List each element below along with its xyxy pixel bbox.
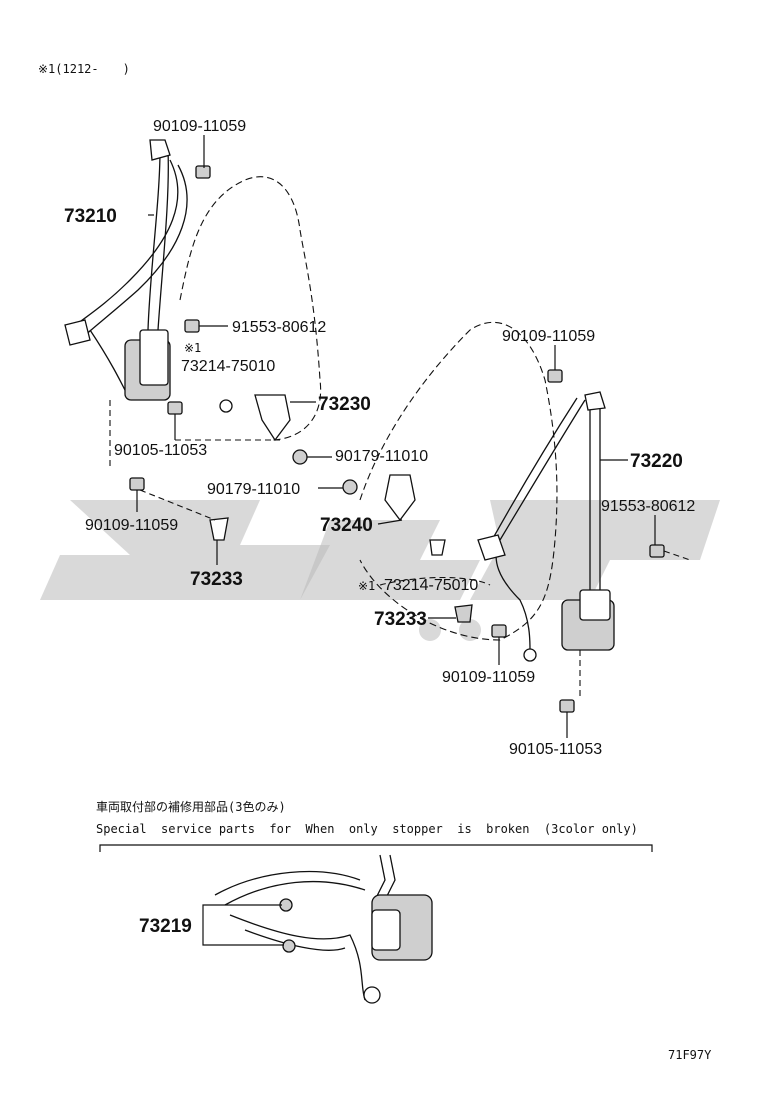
label-90105-right: 90105-11053 xyxy=(509,741,602,758)
label-91553-right: 91553-80612 xyxy=(601,498,695,515)
label-mark-center: ※1 xyxy=(358,579,375,593)
label-91553-left: 91553-80612 xyxy=(232,319,326,336)
right-belt-assembly xyxy=(477,391,615,662)
right-leader-lines xyxy=(377,345,691,738)
label-90109-right-top: 90109-11059 xyxy=(502,328,595,345)
diagram-code: 71F97Y xyxy=(668,1048,712,1062)
label-90179-a: 90179-11010 xyxy=(335,448,428,465)
label-73210: 73210 xyxy=(64,206,117,227)
label-90109-top: 90109-11059 xyxy=(153,118,246,135)
label-73219: 73219 xyxy=(139,916,192,937)
left-small-parts xyxy=(129,165,358,541)
label-73214-left: 73214-75010 xyxy=(181,358,275,375)
service-note-english: Special service parts for When only stop… xyxy=(96,822,638,836)
left-seat-outline xyxy=(179,176,322,441)
part-labels: ※1(1212- ) 90109-11059 73210 91553-80612… xyxy=(38,62,695,758)
left-leader-lines xyxy=(109,135,343,565)
label-90109-right-bottom: 90109-11059 xyxy=(442,669,535,686)
service-section: 車両取付部の補修用部品(3色のみ) Special service parts … xyxy=(96,799,653,1004)
label-73214-center: 73214-75010 xyxy=(384,577,478,594)
right-seat-outline xyxy=(359,321,558,641)
label-73230: 73230 xyxy=(318,394,371,415)
label-73240: 73240 xyxy=(320,515,373,536)
label-mark-left: ※1 xyxy=(184,341,201,355)
label-90109-left: 90109-11059 xyxy=(85,517,178,534)
label-73220: 73220 xyxy=(630,451,683,472)
label-90105-left: 90105-11053 xyxy=(114,442,207,459)
left-belt-assembly xyxy=(64,139,188,401)
label-73233-center: 73233 xyxy=(374,609,427,630)
label-73233-left: 73233 xyxy=(190,569,243,590)
label-90179-b: 90179-11010 xyxy=(207,481,300,498)
service-note-japanese: 車両取付部の補修用部品(3色のみ) xyxy=(96,799,286,814)
top-note: ※1(1212- ) xyxy=(38,62,130,76)
